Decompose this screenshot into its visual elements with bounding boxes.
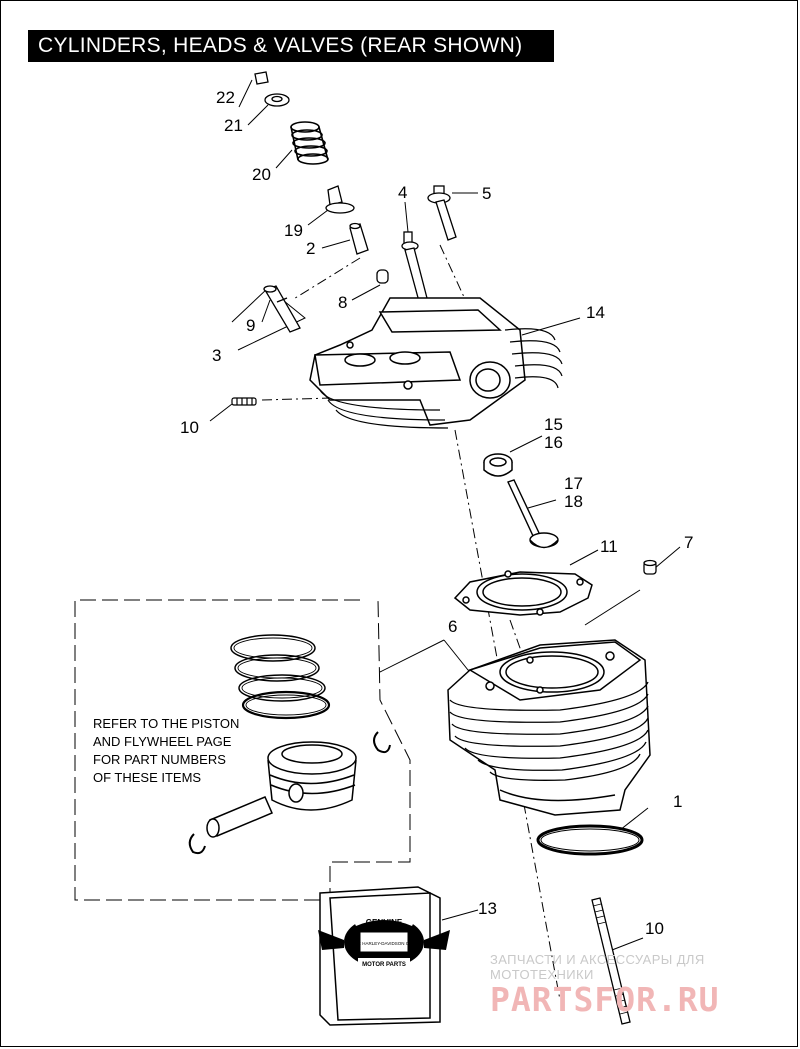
cylinder-head xyxy=(309,297,563,429)
callout-8: 8 xyxy=(338,293,347,312)
callout-17: 17 xyxy=(564,474,583,493)
valve-stem-seal xyxy=(325,185,355,214)
valve-spring xyxy=(290,121,329,165)
callout-3: 3 xyxy=(212,346,221,365)
logo-text-bottom: MOTOR PARTS xyxy=(362,962,406,968)
valve-17 xyxy=(507,479,559,549)
bracket-3 xyxy=(231,287,306,351)
callout-16: 16 xyxy=(544,433,563,452)
callout-10-upper: 10 xyxy=(180,418,199,437)
callout-2: 2 xyxy=(306,239,315,258)
watermark: ЗАПЧАСТИ И АКСЕССУАРЫ ДЛЯ МОТОТЕХНИКИ PA… xyxy=(490,952,790,1019)
o-ring-8 xyxy=(376,269,389,284)
callout-18: 18 xyxy=(564,492,583,511)
spring-retainer xyxy=(264,93,290,107)
harley-davidson-logo: GENUINE MOTOR HARLEY-DAVIDSON CYCLES MOT… xyxy=(318,911,450,968)
valve-guide xyxy=(349,222,369,255)
cylinder xyxy=(447,639,651,816)
callout-7: 7 xyxy=(684,533,693,552)
callout-5: 5 xyxy=(482,184,491,203)
valve-seat xyxy=(483,453,513,477)
valve-4 xyxy=(401,231,429,306)
callout-15: 15 xyxy=(544,415,563,434)
head-gasket xyxy=(453,570,593,616)
dowel-5 xyxy=(427,185,457,241)
watermark-logo: PARTSFOR.RU xyxy=(490,980,720,1019)
callout-10-lower: 10 xyxy=(645,919,664,938)
callout-4: 4 xyxy=(398,183,407,202)
callout-6: 6 xyxy=(448,617,457,636)
logo-text-top: GENUINE xyxy=(366,918,403,927)
watermark-tagline: ЗАПЧАСТИ И АКСЕССУАРЫ ДЛЯ МОТОТЕХНИКИ xyxy=(490,952,705,982)
callout-21: 21 xyxy=(224,116,243,135)
piston-group-bracket xyxy=(74,599,411,901)
piston-reference-note: REFER TO THE PISTON AND FLYWHEEL PAGE FO… xyxy=(93,716,240,785)
pin-9 xyxy=(263,285,301,333)
callout-14: 14 xyxy=(586,303,605,322)
cylinder-stud-10 xyxy=(591,897,631,1025)
piston-clip xyxy=(188,731,391,855)
callout-20: 20 xyxy=(252,165,271,184)
valve-keeper xyxy=(254,71,269,85)
callout-11: 11 xyxy=(600,537,618,556)
callout-1: 1 xyxy=(673,792,682,811)
leader-lines xyxy=(209,79,681,951)
callout-19: 19 xyxy=(284,221,303,240)
dowel-7 xyxy=(643,559,657,575)
piston-rings xyxy=(230,634,331,720)
callout-labels: 22 21 20 19 4 5 2 8 9 3 14 10 15 16 17 1… xyxy=(180,88,693,938)
wrist-pin xyxy=(206,796,273,838)
callout-22: 22 xyxy=(216,88,235,107)
callout-13: 13 xyxy=(478,899,497,918)
cylinder-o-ring xyxy=(536,824,644,856)
logo-text-middle: MOTOR HARLEY-DAVIDSON CYCLES xyxy=(344,941,423,946)
stud-10-upper xyxy=(231,397,257,406)
piston xyxy=(267,741,357,811)
diagram-title: CYLINDERS, HEADS & VALVES (REAR SHOWN) xyxy=(28,30,554,62)
callout-9: 9 xyxy=(246,316,255,335)
